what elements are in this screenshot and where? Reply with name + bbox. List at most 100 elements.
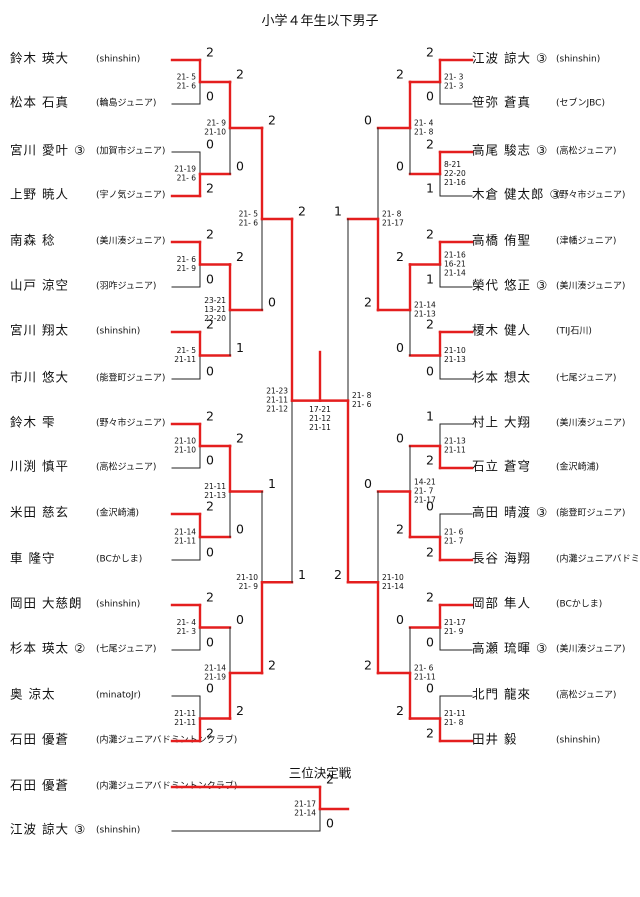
set-score: 0 [236,159,244,174]
set-score: 2 [206,590,214,605]
game-score: 21- 4 [414,119,434,128]
set-score: 2 [364,658,372,673]
set-score: 2 [268,658,276,673]
player-name: 江波 諒大 ③ [10,822,86,837]
player-team: (美川湊ジュニア) [556,417,625,429]
player-name: 宮川 翔太 [10,323,69,338]
set-score: 0 [426,89,434,104]
player-name: 長谷 海翔 [472,551,531,566]
player-team: (shinshin) [556,55,600,65]
set-score: 2 [206,227,214,242]
game-score: 21- 6 [177,174,197,183]
game-score: 21-19 [174,165,196,174]
game-score: 21-14 [294,809,316,818]
player-name: 榎木 健人 [472,323,531,338]
player-team: (TIJ石川) [556,327,592,337]
set-score: 1 [268,476,276,491]
game-score: 21- 3 [177,627,197,636]
game-score: 21-11 [174,537,196,546]
game-score: 21-11 [266,396,288,405]
set-score: 0 [206,635,214,650]
third-place-title: 三位決定戦 [289,766,352,781]
game-score: 21- 3 [444,82,464,91]
player-name: 米田 慈玄 [10,505,69,520]
set-score: 2 [236,431,244,446]
game-score: 21- 5 [239,210,259,219]
player-team: (美川湊ジュニア) [96,235,165,247]
player-team: (shinshin) [96,600,140,610]
player-team: (美川湊ジュニア) [556,643,625,655]
final-game-score: 17-21 [309,405,331,414]
game-score: 21- 3 [444,73,464,82]
game-score: 21-13 [444,355,466,364]
game-score: 21- 6 [444,528,464,537]
game-score: 21- 9 [444,627,464,636]
game-score: 13-21 [204,305,226,314]
game-score: 21- 9 [207,119,227,128]
player-team: (shinshin) [556,736,600,746]
game-score: 21- 5 [177,346,197,355]
set-score: 2 [206,409,214,424]
player-name: 南森 稔 [10,233,55,248]
player-team: (津幡ジュニア) [556,235,616,247]
game-score: 21- 8 [444,718,464,727]
set-score: 2 [426,453,434,468]
set-score: 1 [298,567,306,582]
set-score: 2 [364,295,372,310]
game-score: 21- 6 [414,664,434,673]
game-score: 21-10 [204,128,226,137]
game-score: 21-14 [174,528,196,537]
game-score: 21- 9 [239,582,259,591]
game-score: 21- 8 [382,210,402,219]
final-game-score: 21-12 [309,414,331,423]
set-score: 0 [426,499,434,514]
set-score: 0 [236,612,244,627]
player-team: (七尾ジュニア) [96,644,156,655]
game-score: 21- 8 [414,128,434,137]
set-score: 1 [236,340,244,355]
player-team: (輪島ジュニア) [96,97,156,109]
player-name: 石田 優蒼 [10,732,69,747]
player-name: 高瀬 琉暉 ③ [472,641,548,656]
set-score: 2 [426,45,434,60]
game-score: 21-11 [414,673,436,682]
player-name: 木倉 健太郎 ③ [472,187,562,202]
game-score: 16-21 [444,260,466,269]
set-score: 2 [298,204,306,219]
game-score: 21-14 [444,269,466,278]
set-score: 2 [426,317,434,332]
set-score: 2 [396,67,404,82]
game-score: 21-10 [236,573,258,582]
game-score: 21- 7 [414,487,434,496]
set-score: 2 [206,726,214,741]
player-team: (BCかしま) [556,599,602,610]
player-name: 杉本 想太 [472,370,531,385]
game-score: 21-10 [382,573,404,582]
set-score: 2 [236,67,244,82]
set-score: 2 [426,545,434,560]
set-score: 2 [206,499,214,514]
set-score: 0 [364,476,372,491]
player-name: 高尾 駿志 ③ [472,143,548,158]
player-team: (shinshin) [96,327,140,337]
set-score: 2 [396,522,404,537]
game-score: 21-14 [204,664,226,673]
set-score: 0 [206,453,214,468]
player-name: 高橋 侑聖 [472,233,531,248]
set-score: 2 [268,113,276,128]
player-team: (BCかしま) [96,554,142,565]
game-score: 21-10 [174,437,196,446]
set-score: 0 [326,816,334,831]
game-score: 21-19 [204,673,226,682]
game-score: 21-10 [174,446,196,455]
set-score: 1 [426,272,434,287]
set-score: 0 [206,681,214,696]
set-score: 2 [426,137,434,152]
player-name: 鈴木 瑛大 [10,51,69,66]
set-score: 2 [334,567,342,582]
set-score: 0 [426,364,434,379]
set-score: 0 [206,137,214,152]
player-name: 上野 暁人 [10,187,69,202]
game-score: 14-21 [414,478,436,487]
player-name: 杉本 瑛太 ② [10,641,86,656]
